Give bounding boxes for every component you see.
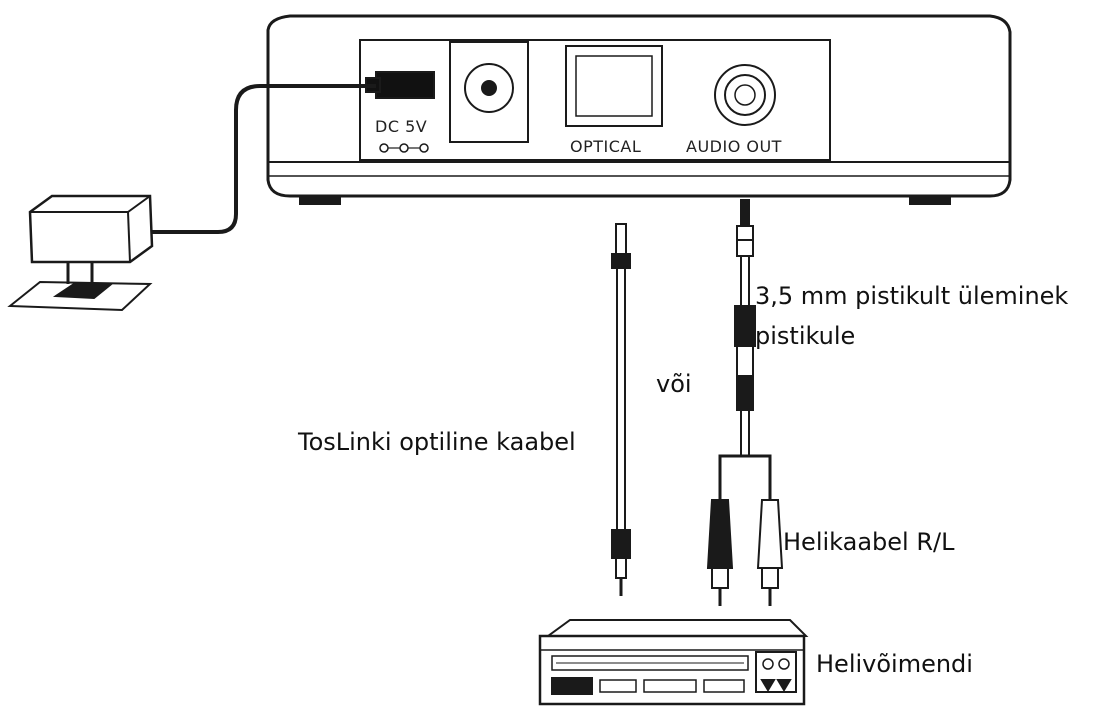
or-label: või	[656, 370, 692, 398]
optical-port-label: OPTICAL	[570, 137, 641, 156]
rca-cable-label: Helikaabel R/L	[783, 528, 955, 556]
amplifier-device	[538, 619, 809, 706]
dc-port-label: DC 5V	[375, 117, 427, 136]
optical-port: OPTICAL	[565, 45, 663, 156]
toslink-cable	[611, 223, 631, 596]
power-adapter	[7, 84, 376, 312]
dc-port: DC 5V	[365, 71, 435, 153]
converter-box	[266, 14, 1012, 205]
audio-out-port-label: AUDIO OUT	[686, 137, 782, 156]
audio-out-port: AUDIO OUT	[686, 64, 782, 156]
adapter-label-line1: 3,5 mm pistikult üleminek	[755, 282, 1069, 310]
rca-cable	[706, 199, 784, 606]
coaxial-port	[449, 41, 529, 143]
toslink-cable-label: TosLinki optiline kaabel	[298, 428, 576, 456]
amplifier-label: Helivõimendi	[816, 650, 973, 678]
adapter-label-line2: pistikule	[755, 322, 856, 350]
